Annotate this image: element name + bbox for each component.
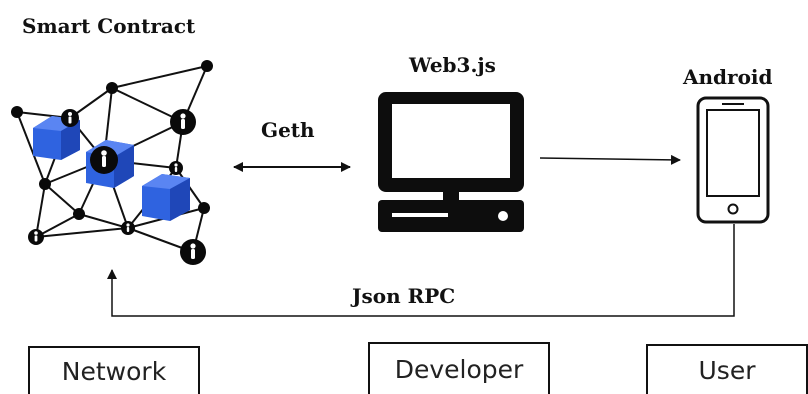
json-rpc-label: Json RPC (352, 284, 456, 308)
network-nodes (11, 60, 213, 265)
developer-box: Developer (368, 342, 550, 394)
json-rpc-return-path (107, 224, 735, 317)
block-cube-3 (142, 174, 190, 221)
network-box: Network (28, 346, 200, 394)
developer-box-label: Developer (394, 354, 524, 384)
user-box-label: User (698, 355, 756, 385)
node-person-glyphs (34, 112, 196, 259)
android-phone-icon (696, 96, 770, 224)
android-label: Android (683, 65, 773, 89)
web3-to-android-arrow (539, 154, 681, 165)
web3-label: Web3.js (409, 53, 496, 77)
user-box: User (646, 344, 808, 394)
geth-label: Geth (261, 118, 315, 142)
computer-icon (378, 92, 524, 232)
blockchain-network-icon (11, 60, 213, 265)
smart-contract-label: Smart Contract (22, 14, 196, 38)
network-box-label: Network (61, 356, 167, 386)
